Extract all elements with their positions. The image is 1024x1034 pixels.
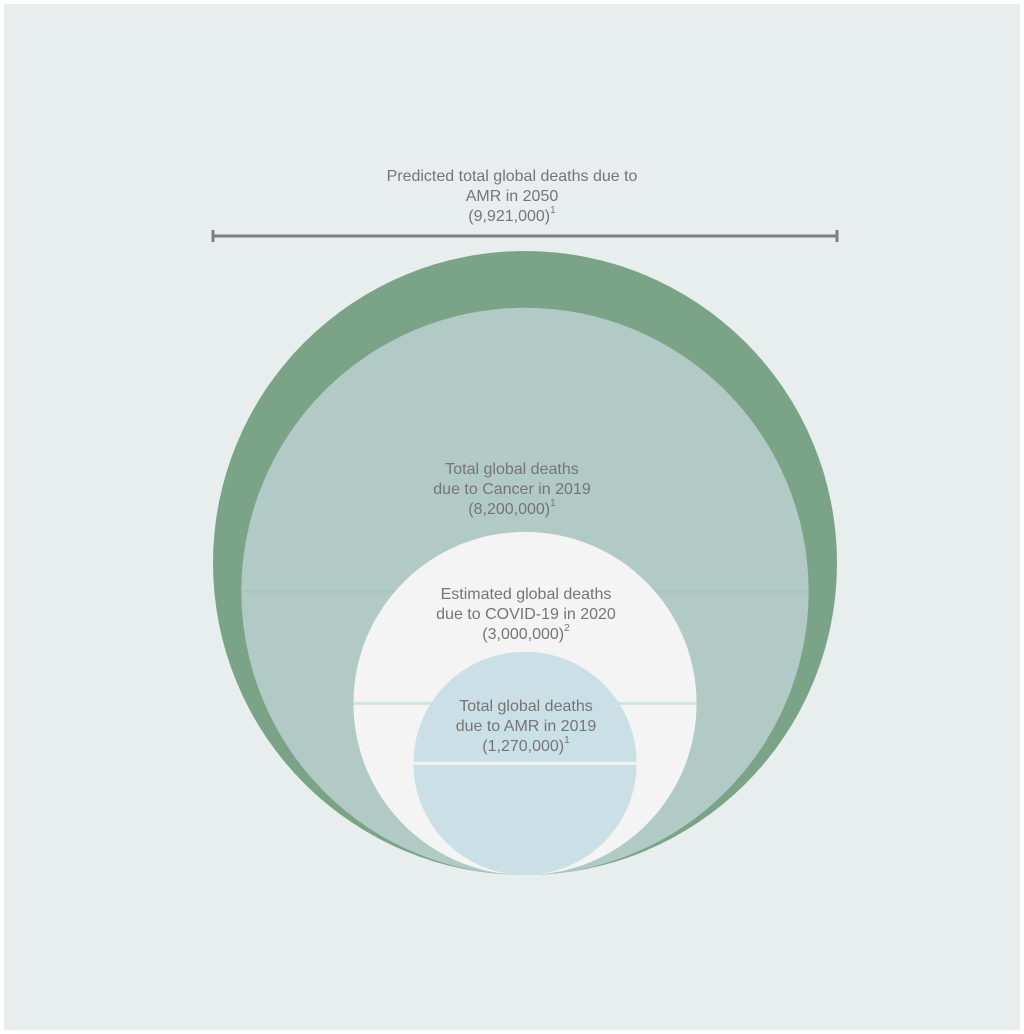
amr-2050-label-line2: AMR in 2050: [465, 188, 559, 205]
amr-2019-value: (1,270,000)1: [482, 734, 570, 755]
covid-2020-label-line1: Estimated global deaths: [440, 586, 612, 603]
covid-2020-footnote: 2: [564, 622, 570, 634]
cancer-2019-label: Total global deaths due to Cancer in 201…: [362, 460, 662, 520]
cancer-2019-footnote: 1: [550, 497, 556, 509]
amr-2050-label-line1: Predicted total global deaths due to: [386, 168, 638, 185]
amr-2050-value: (9,921,000)1: [468, 204, 556, 225]
cancer-2019-label-line2: due to Cancer in 2019: [433, 481, 591, 498]
amr-2019-label: Total global deaths due to AMR in 2019 (…: [376, 697, 676, 757]
amr-2050-label: Predicted total global deaths due to AMR…: [312, 167, 712, 227]
cancer-2019-label-line1: Total global deaths: [445, 461, 579, 478]
amr-2019-label-line2: due to AMR in 2019: [455, 718, 597, 735]
covid-2020-label-line2: due to COVID-19 in 2020: [436, 606, 616, 623]
cancer-2019-value: (8,200,000)1: [468, 497, 556, 518]
covid-2020-value: (3,000,000)2: [482, 622, 570, 643]
amr-2050-footnote: 1: [550, 204, 556, 216]
covid-2020-label: Estimated global deaths due to COVID-19 …: [376, 585, 676, 645]
amr-2019-label-line1: Total global deaths: [459, 698, 593, 715]
amr-2019-footnote: 1: [564, 734, 570, 746]
